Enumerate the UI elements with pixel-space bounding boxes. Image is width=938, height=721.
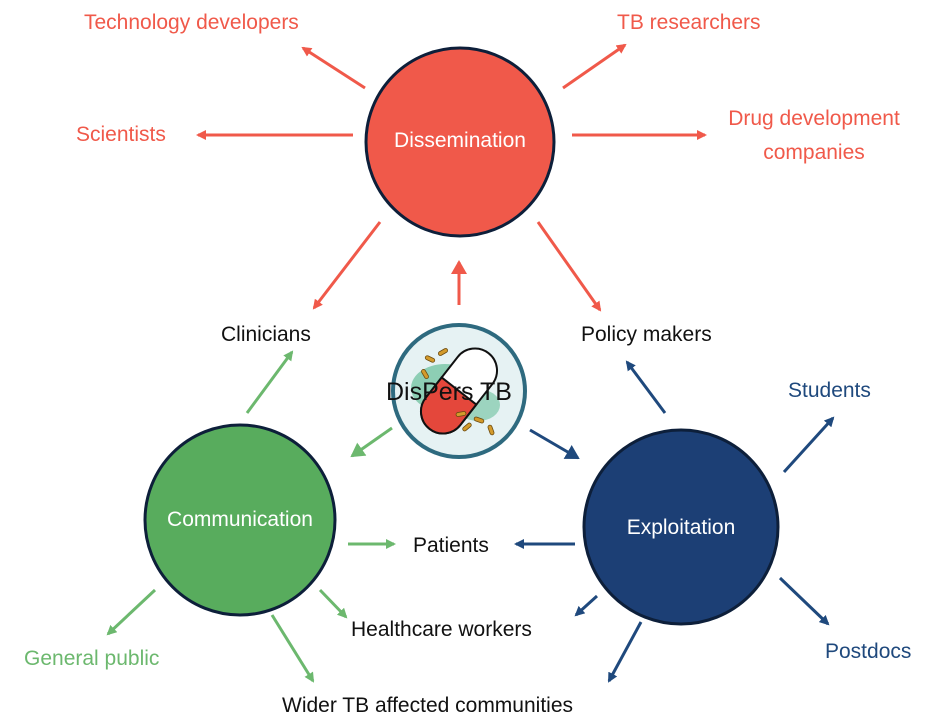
arrow-to-students [782, 416, 835, 474]
dispers-tb-logo [391, 323, 527, 459]
label-scientists: Scientists [76, 123, 166, 146]
label-drug-development-line1: Drug development [728, 107, 900, 130]
label-clinicians: Clinicians [221, 323, 311, 346]
arrow-logo-to-exploitation [529, 428, 580, 460]
label-healthcare-workers: Healthcare workers [351, 618, 532, 641]
exploitation-circle [582, 428, 780, 626]
label-wider-communities: Wider TB affected communities [282, 694, 574, 717]
arrow-to-healthcare-workers-blue [574, 594, 599, 617]
communication-circle [143, 423, 337, 617]
label-postdocs: Postdocs [825, 640, 912, 663]
label-general-public: General public [24, 647, 160, 670]
arrow-to-clinicians-red [312, 221, 382, 310]
label-drug-development: Drug development companies [709, 106, 919, 167]
label-technology-developers: Technology developers [84, 11, 299, 34]
dissemination-label: Dissemination [394, 129, 526, 152]
communication-label: Communication [167, 508, 313, 531]
label-students: Students [788, 379, 871, 402]
arrow-to-policy-makers-blue [625, 360, 667, 414]
arrow-to-wider-communities-blue [607, 621, 643, 683]
label-drug-development-line2: companies [763, 141, 865, 165]
label-patients: Patients [413, 534, 489, 557]
exploitation-label: Exploitation [626, 516, 736, 539]
capsule-icon [419, 347, 499, 435]
label-tb-researchers: TB researchers [617, 11, 761, 34]
arrow-to-tb-researchers [562, 43, 627, 90]
dissemination-circle [364, 46, 556, 238]
arrow-to-policy-makers-red [536, 221, 602, 312]
arrow-to-clinicians-green [245, 350, 294, 414]
arrow-to-general-public [106, 588, 157, 636]
arrow-to-wider-communities-green [270, 614, 315, 683]
arrow-to-healthcare-workers-green [318, 588, 348, 619]
arrow-logo-to-communication [350, 426, 393, 458]
label-policy-makers: Policy makers [581, 323, 712, 346]
arrow-to-postdocs [778, 576, 830, 626]
arrow-to-technology-developers [301, 46, 366, 90]
logo-text: DisPers TB [386, 378, 512, 406]
